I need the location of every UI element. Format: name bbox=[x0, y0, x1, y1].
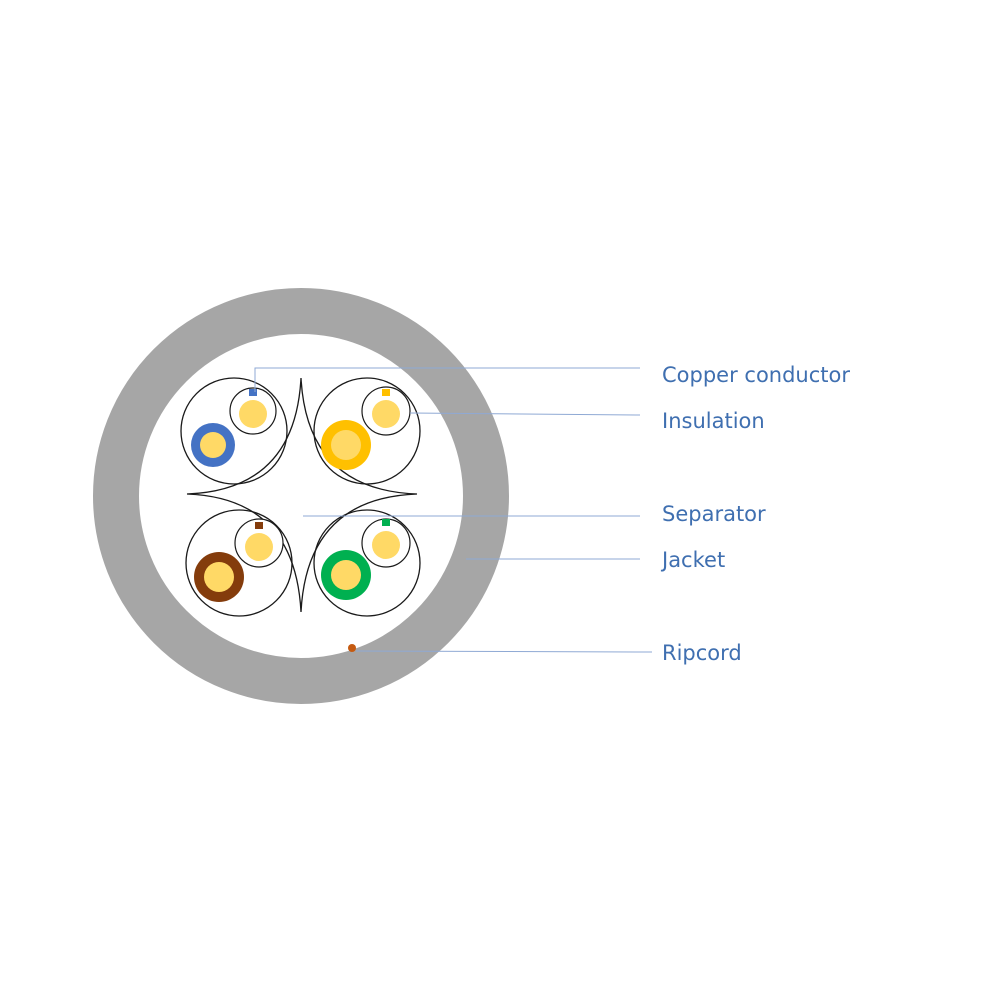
leader-line-copper-conductor bbox=[254, 367, 640, 392]
pair-outline bbox=[180, 377, 288, 485]
label-jacket: Jacket bbox=[662, 548, 726, 572]
label-insulation: Insulation bbox=[662, 409, 765, 433]
separator-cross bbox=[186, 377, 418, 613]
color-stripe-marker bbox=[255, 522, 263, 529]
copper-conductor bbox=[239, 400, 267, 428]
leader-line-ripcord bbox=[355, 650, 653, 653]
copper-conductor bbox=[331, 560, 361, 590]
copper-conductor bbox=[372, 400, 400, 428]
twisted-pair-orange bbox=[313, 377, 421, 485]
twisted-pair-brown bbox=[185, 509, 293, 617]
copper-conductor bbox=[204, 562, 234, 592]
label-separator: Separator bbox=[662, 502, 766, 526]
leader-line-insulation bbox=[409, 412, 641, 416]
twisted-pair-green bbox=[313, 509, 421, 617]
copper-conductor bbox=[200, 432, 226, 458]
copper-conductor bbox=[245, 533, 273, 561]
ripcord-dot bbox=[348, 644, 356, 652]
color-stripe-marker bbox=[382, 519, 390, 526]
label-copper-conductor: Copper conductor bbox=[662, 363, 851, 387]
pair-outline bbox=[313, 509, 421, 617]
twisted-pair-blue bbox=[180, 377, 288, 485]
copper-conductor bbox=[372, 531, 400, 559]
pair-outline bbox=[185, 509, 293, 617]
jacket-ring bbox=[93, 288, 509, 704]
pair-outline bbox=[313, 377, 421, 485]
copper-conductor bbox=[331, 430, 361, 460]
color-stripe-marker bbox=[249, 389, 257, 396]
label-ripcord: Ripcord bbox=[662, 641, 742, 665]
color-stripe-marker bbox=[382, 389, 390, 396]
